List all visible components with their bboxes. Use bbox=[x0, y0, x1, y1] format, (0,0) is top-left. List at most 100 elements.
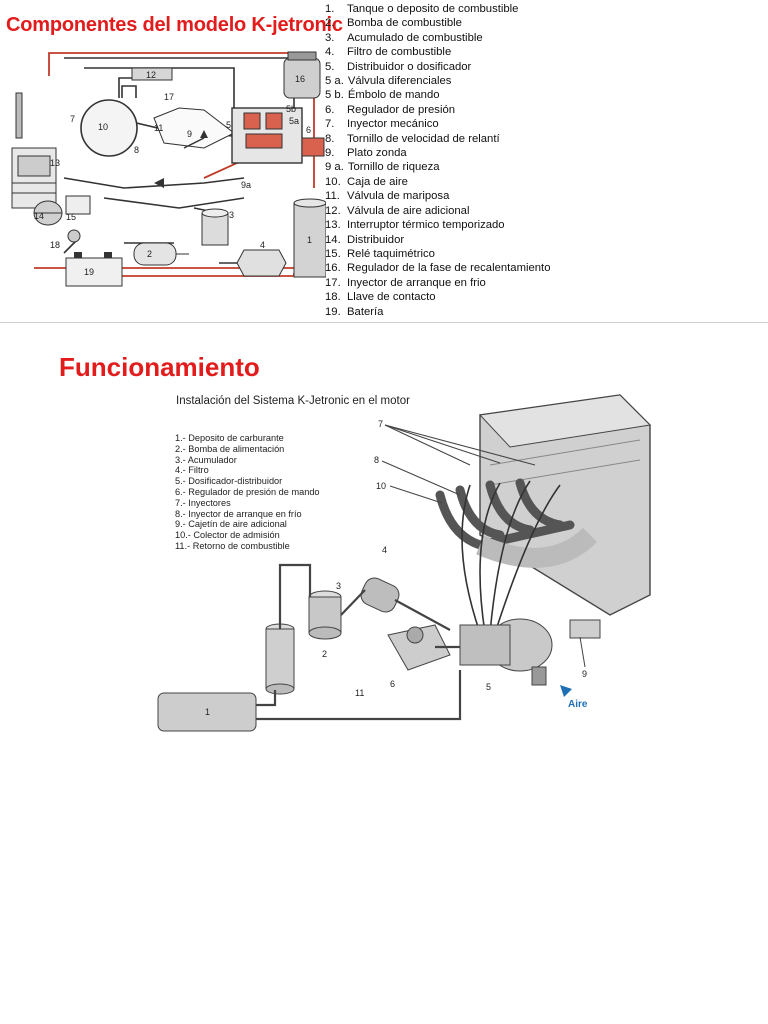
legend-item: 5 a.Válvula diferenciales bbox=[325, 75, 452, 88]
diagram1-label-8: 8 bbox=[134, 145, 139, 155]
sensor-plate-shape bbox=[183, 137, 205, 149]
legend-item: 6.Regulador de presión bbox=[325, 103, 456, 116]
operation-section: Funcionamiento Instalación del Sistema K… bbox=[0, 322, 768, 765]
legend-item: 4.Filtro de combustible bbox=[325, 46, 452, 59]
k-jetronic-schematic: 1 2 3 4 5 5a 5b 6 7 8 9 9a 10 11 12 13 1… bbox=[11, 51, 326, 287]
installation-legend-item: 2.- Bomba de alimentación bbox=[175, 443, 285, 454]
diagram2-label-10: 10 bbox=[376, 481, 386, 491]
legend-item: 9.Plato zonda bbox=[325, 147, 407, 160]
legend-item: 1.Tanque o deposito de combustible bbox=[325, 3, 519, 15]
diagram2-label-5: 5 bbox=[486, 682, 491, 692]
diagram1-label-11: 11 bbox=[154, 123, 163, 133]
diagram1-label-7: 7 bbox=[70, 114, 75, 124]
engine-shape bbox=[478, 394, 652, 616]
filter-shape bbox=[360, 577, 400, 613]
relay-shape bbox=[65, 195, 91, 215]
diagram1-label-5: 5 bbox=[226, 120, 231, 130]
diagram2-label-4: 4 bbox=[382, 545, 387, 555]
diagram1-label-5a: 5a bbox=[289, 116, 299, 126]
accumulator-shape bbox=[308, 590, 342, 640]
diagram1-label-6: 6 bbox=[306, 125, 311, 135]
control-pressure-regulator-shape bbox=[387, 624, 451, 671]
installation-legend-item: 4.- Filtro bbox=[175, 465, 209, 476]
legend-item: 14.Distribuidor bbox=[325, 233, 405, 246]
air-flow-meter-shape bbox=[459, 618, 553, 686]
air-box-shape bbox=[80, 99, 138, 157]
diagram1-label-12: 12 bbox=[146, 70, 156, 80]
filter-shape bbox=[236, 249, 287, 277]
components-title: Componentes del modelo K-jetronic bbox=[6, 14, 343, 36]
installation-legend-item: 10.- Colector de admisión bbox=[175, 530, 280, 541]
fuel-distributor-shape bbox=[231, 107, 303, 164]
fuel-pump-shape bbox=[265, 623, 295, 695]
legend-item: 10.Caja de aire bbox=[325, 175, 408, 188]
legend-item: 11.Válvula de mariposa bbox=[325, 190, 450, 203]
legend-item: 5 b.Émbolo de mando bbox=[325, 89, 440, 102]
installation-legend-item: 7.- Inyectores bbox=[175, 497, 231, 508]
pressure-regulator-shape bbox=[301, 137, 325, 157]
diagram2-label-2: 2 bbox=[322, 649, 327, 659]
legend-item: 9 a.Tornillo de riqueza bbox=[325, 161, 440, 174]
legend-item: 3.Acumulado de combustible bbox=[325, 31, 483, 44]
battery-shape bbox=[65, 252, 123, 287]
diagram1-label-1: 1 bbox=[307, 235, 312, 245]
diagram2-label-6: 6 bbox=[390, 679, 395, 689]
legend-item: 18.Llave de contacto bbox=[325, 291, 436, 304]
installation-legend: 1.- Deposito de carburante 2.- Bomba de … bbox=[175, 433, 320, 552]
diagram1-label-4: 4 bbox=[260, 240, 265, 250]
components-legend: 1.Tanque o deposito de combustible 2.Bom… bbox=[325, 2, 765, 319]
diagram1-label-16: 16 bbox=[295, 74, 305, 84]
diagram1-label-19: 19 bbox=[84, 267, 94, 277]
aux-air-valve-shape bbox=[131, 67, 173, 81]
diagram1-label-9a: 9a bbox=[241, 180, 251, 190]
spark-plug-shape bbox=[15, 92, 23, 139]
legend-item: 8.Tornillo de velocidad de relantí bbox=[325, 132, 500, 145]
legend-item: 16.Regulador de la fase de recalentamien… bbox=[325, 262, 551, 275]
installation-legend-item: 5.- Dosificador-distribuidor bbox=[175, 476, 283, 487]
installation-legend-item: 1.- Deposito de carburante bbox=[175, 433, 284, 443]
diagram1-label-13: 13 bbox=[50, 158, 60, 168]
fuel-lines bbox=[256, 563, 462, 721]
diagram1-label-14: 14 bbox=[34, 211, 44, 221]
legend-item: 13.Interruptor térmico temporizado bbox=[325, 219, 505, 232]
injector-lines bbox=[461, 480, 561, 634]
installation-legend-item: 11.- Retorno de combustible bbox=[175, 540, 290, 551]
fuel-tank-shape bbox=[157, 692, 257, 732]
installation-legend-item: 8.- Inyector de arranque en frío bbox=[175, 508, 302, 519]
diagram2-label-3: 3 bbox=[336, 581, 341, 591]
cold-start-injector-shape bbox=[121, 85, 137, 98]
installation-subtitle: Instalación del Sistema K-Jetronic en el… bbox=[176, 395, 410, 407]
legend-item: 15.Relé taquimétrico bbox=[325, 247, 435, 260]
diagram1-label-2: 2 bbox=[147, 249, 152, 259]
diagram1-label-15: 15 bbox=[66, 212, 76, 222]
section-title: Funcionamiento bbox=[59, 352, 260, 382]
diagram1-label-18: 18 bbox=[50, 240, 60, 250]
diagram2-label-9: 9 bbox=[582, 669, 587, 679]
installation-diagram: 1 2 3 4 5 6 7 8 9 10 11 Aire bbox=[157, 394, 652, 732]
legend-item: 17.Inyector de arranque en frio bbox=[325, 276, 486, 289]
diagram1-label-9: 9 bbox=[187, 129, 192, 139]
fuel-pump-shape bbox=[133, 242, 189, 266]
legend-item: 5.Distribuidor o dosificador bbox=[325, 60, 472, 73]
engine-block bbox=[11, 147, 57, 209]
legend-item: 2.Bomba de combustible bbox=[325, 17, 462, 30]
air-arrow-icon bbox=[560, 685, 572, 697]
installation-legend-item: 9.- Cajetín de aire adicional bbox=[175, 519, 287, 530]
diagram2-label-1: 1 bbox=[205, 707, 210, 717]
air-funnel-shape bbox=[153, 107, 235, 149]
aux-air-box-shape bbox=[569, 619, 601, 639]
accumulator-shape bbox=[201, 208, 229, 246]
fuel-tank-shape bbox=[293, 198, 326, 278]
diagram2-label-11: 11 bbox=[355, 688, 364, 698]
ignition-key-shape bbox=[67, 229, 81, 243]
installation-legend-item: 6.- Regulador de presión de mando bbox=[175, 486, 320, 497]
diagram2-label-8: 8 bbox=[374, 455, 379, 465]
installation-legend-item: 3.- Acumulador bbox=[175, 454, 237, 465]
arrow-up-shape bbox=[200, 130, 208, 138]
diagram1-label-3: 3 bbox=[229, 210, 234, 220]
aire-label: Aire bbox=[568, 699, 588, 710]
diagram1-label-10: 10 bbox=[98, 122, 108, 132]
leader-lines bbox=[381, 424, 586, 668]
legend-item: 12.Válvula de aire adicional bbox=[325, 204, 470, 217]
distributor-shape bbox=[33, 200, 63, 226]
